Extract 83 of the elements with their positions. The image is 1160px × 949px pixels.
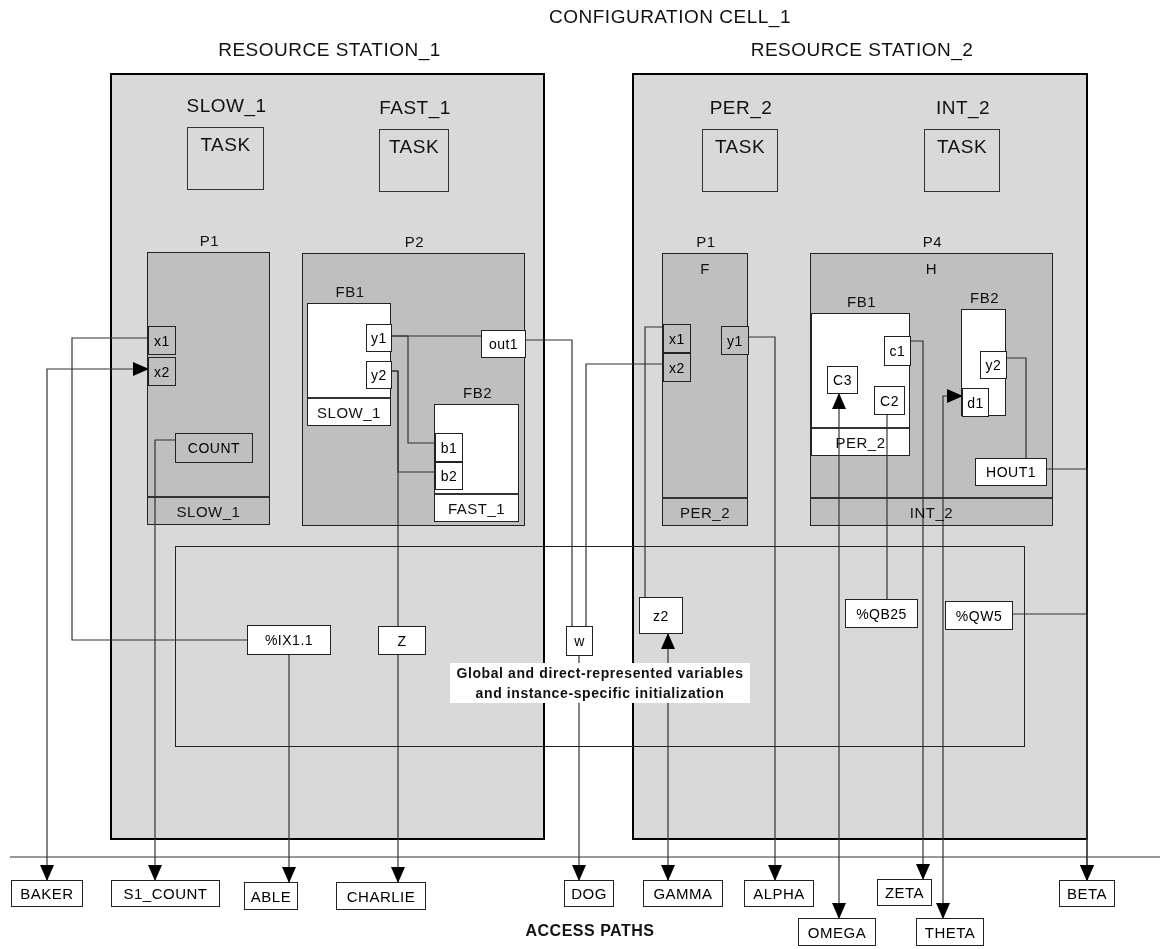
connector-line [585, 363, 664, 627]
double-arrow [832, 393, 846, 919]
access-path-box: CHARLIE [336, 882, 426, 910]
variable-box: y1 [366, 324, 392, 352]
heading-label: TASK [199, 134, 252, 156]
variable-box: z2 [639, 597, 683, 634]
arrow [1012, 613, 1094, 881]
heading-label: TASK [713, 136, 767, 158]
global-variables-frame [175, 546, 1025, 747]
arrow [282, 654, 296, 883]
connector-line [391, 335, 436, 444]
port-box: y1 [721, 326, 749, 355]
variable-box: %QB25 [845, 599, 918, 628]
note-text: Global and direct-represented variables and instance-specific initialization [450, 663, 750, 703]
heading-label: RESOURCE STATION_1 [217, 39, 442, 61]
access-path-box: ALPHA [744, 880, 814, 907]
variable-box: C3 [827, 366, 858, 394]
access-path-box: THETA [916, 918, 984, 946]
heading-label: P1 [695, 233, 717, 250]
connector-line [525, 339, 573, 627]
arrow [148, 439, 176, 881]
variable-box: y2 [980, 351, 1007, 379]
variable-box: y2 [366, 361, 392, 389]
variable-box: C2 [874, 386, 905, 415]
port-box: x1 [663, 324, 691, 353]
heading-label: RESOURCE STATION_2 [749, 39, 975, 61]
arrow [391, 654, 405, 883]
footer-label: PER_2 [663, 497, 747, 525]
heading-label: FB1 [334, 283, 366, 300]
footer-label: PER_2 [812, 427, 909, 455]
access-path-box: ABLE [244, 882, 298, 910]
heading-label: INT_2 [934, 97, 992, 119]
variable-box: HOUT1 [975, 458, 1047, 486]
access-path-box: BETA [1059, 880, 1115, 907]
heading-label: FAST_1 [378, 97, 452, 119]
connector-line [1006, 357, 1027, 459]
port-box: x2 [663, 353, 691, 382]
port-box: x2 [148, 357, 176, 386]
footer-label: SLOW_1 [308, 397, 390, 425]
footer-label: FAST_1 [435, 493, 518, 521]
heading-label: P1 [198, 232, 221, 249]
connector-line [886, 414, 888, 600]
variable-box: b1 [435, 433, 463, 462]
section-label: ACCESS PATHS [500, 922, 680, 940]
variable-box: b2 [435, 462, 463, 490]
access-path-box: BAKER [11, 880, 83, 907]
variable-box: c1 [884, 336, 911, 366]
heading-label: FB2 [462, 384, 493, 401]
variable-box: %IX1.1 [247, 625, 331, 655]
arrow [572, 655, 586, 881]
access-path-box: OMEGA [798, 918, 876, 946]
variable-box: Z [378, 626, 426, 655]
heading-label: F [699, 260, 711, 277]
heading-label: SLOW_1 [185, 95, 268, 117]
variable-box: out1 [481, 330, 526, 358]
footer-label: INT_2 [811, 497, 1052, 525]
arrow [910, 340, 930, 880]
variable-box: d1 [962, 388, 989, 417]
access-path-box: GAMMA [643, 880, 723, 907]
port-box: x1 [148, 326, 176, 355]
heading-label: P4 [921, 233, 944, 250]
access-path-box: DOG [564, 880, 614, 907]
heading-label: PER_2 [708, 97, 774, 119]
heading-label: TASK [387, 136, 441, 158]
heading-label: P2 [403, 233, 426, 250]
heading-label: TASK [935, 136, 989, 158]
heading-label: FB1 [846, 293, 877, 310]
double-arrow [936, 389, 963, 919]
access-path-box: S1_COUNT [111, 880, 220, 907]
connector-line [644, 326, 664, 598]
connector-line [391, 370, 399, 627]
variable-box: %QW5 [945, 601, 1013, 630]
diagram-title: CONFIGURATION CELL_1 [548, 6, 792, 28]
port-box: COUNT [175, 433, 253, 463]
connector-line [71, 337, 248, 641]
access-path-box: ZETA [877, 879, 932, 906]
heading-label: H [924, 260, 939, 277]
heading-label: FB2 [969, 289, 1000, 306]
double-arrow [40, 362, 149, 881]
arrow [748, 336, 782, 881]
double-arrow [661, 633, 675, 881]
variable-box: w [566, 626, 593, 656]
footer-label: SLOW_1 [148, 496, 269, 524]
